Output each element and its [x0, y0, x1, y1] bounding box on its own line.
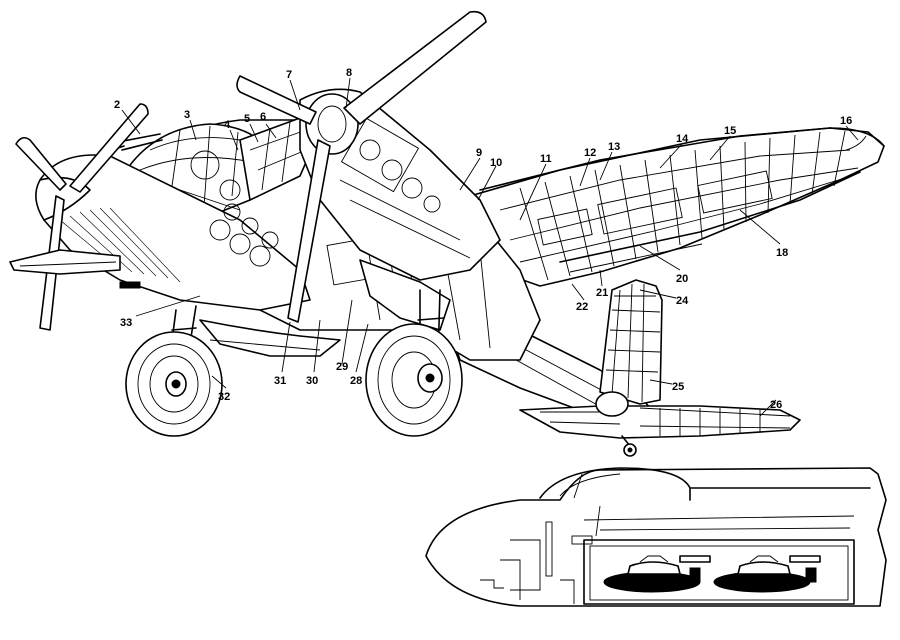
- port-prop-blade-left: [15, 136, 67, 191]
- callout-3: 3: [184, 109, 190, 121]
- callout-6: 6: [260, 111, 266, 123]
- starboard-wing: [469, 127, 885, 287]
- callout-10: 10: [490, 157, 502, 169]
- callout-33: 33: [120, 317, 132, 329]
- tailplane-ribs: [540, 407, 791, 436]
- fin-ribs: [605, 283, 661, 403]
- callout-26: 26: [770, 399, 782, 411]
- callout-2: 2: [114, 99, 120, 111]
- engine-cylinders: [209, 203, 279, 267]
- wing-ribs: [519, 130, 846, 281]
- callout-numbers: 2 3 4 5 6 7 8 9 10 11 12 13 14 15 16 18 …: [114, 67, 852, 411]
- inset-bomb-bay-view: [425, 467, 887, 607]
- callout-4: 4: [224, 119, 231, 131]
- callout-12: 12: [584, 147, 596, 159]
- starboard-engine-internals: [339, 117, 471, 259]
- port-main-wheel: [125, 305, 223, 437]
- callout-21: 21: [596, 287, 608, 299]
- callout-9: 9: [476, 147, 482, 159]
- starboard-prop-blade-upper: [343, 10, 487, 125]
- callout-20: 20: [676, 273, 688, 285]
- callout-24: 24: [676, 295, 689, 307]
- callout-25: 25: [672, 381, 684, 393]
- callout-5: 5: [244, 113, 250, 125]
- callout-13: 13: [608, 141, 620, 153]
- callout-14: 14: [676, 133, 689, 145]
- port-engine-nacelle: [9, 103, 311, 331]
- callout-7: 7: [286, 69, 292, 81]
- callout-18: 18: [776, 247, 788, 259]
- starboard-prop-blade-lower: [287, 139, 331, 323]
- callout-30: 30: [306, 375, 318, 387]
- callout-15: 15: [724, 125, 736, 137]
- callout-32: 32: [218, 391, 230, 403]
- callout-28: 28: [350, 375, 362, 387]
- bomb-right: [713, 555, 821, 593]
- callout-11: 11: [540, 153, 552, 165]
- starboard-engine-nacelle: [236, 10, 501, 331]
- callout-22: 22: [576, 301, 588, 313]
- tail-section: [439, 279, 801, 457]
- callout-8: 8: [346, 67, 352, 79]
- port-prop-blade-upper: [69, 103, 149, 193]
- callout-29: 29: [336, 361, 348, 373]
- bomb-left: [603, 555, 711, 593]
- callout-leaders: [121, 77, 859, 417]
- starboard-main-wheel: [365, 289, 463, 437]
- callout-31: 31: [274, 375, 286, 387]
- starboard-prop-blade-left: [236, 75, 317, 125]
- callout-16: 16: [840, 115, 852, 127]
